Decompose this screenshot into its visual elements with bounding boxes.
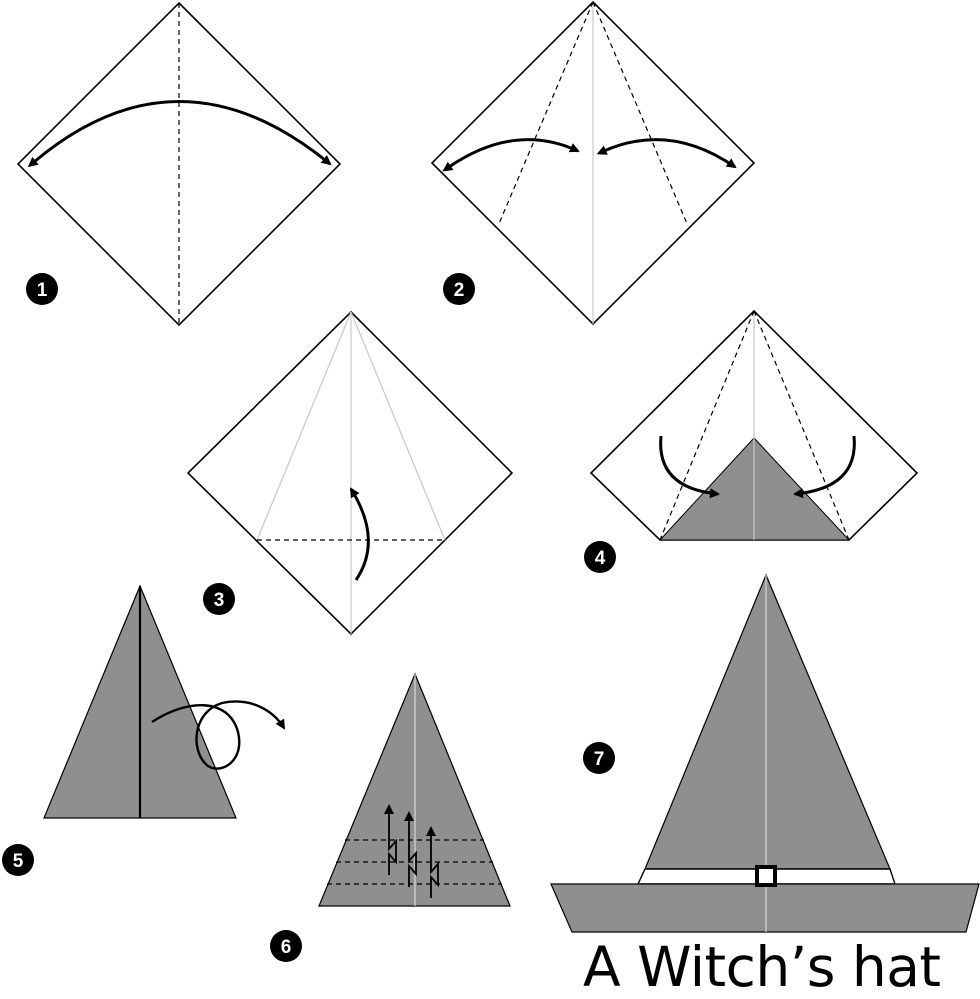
step-2-diagram	[430, 0, 756, 326]
hat-brim	[550, 883, 980, 933]
pleat-arrow-1	[384, 804, 397, 875]
step-number: 5	[13, 851, 24, 872]
step-6-diagram	[318, 672, 511, 907]
fold-arrow-right	[793, 435, 856, 499]
step-7-diagram	[550, 573, 980, 933]
step-2-badge: 2	[443, 273, 475, 305]
buckle-icon	[755, 865, 777, 887]
side-crease-left	[256, 311, 352, 541]
step-7-badge: 7	[583, 742, 615, 774]
pleat-arrow-3	[426, 826, 439, 898]
step-5-diagram	[43, 584, 286, 819]
fold-arrow-left	[442, 138, 580, 172]
step-number: 3	[214, 590, 225, 611]
hat-cone	[644, 573, 891, 870]
fold-arrow-right	[596, 138, 737, 169]
fold-arrow-left	[659, 435, 720, 499]
step-1-diagram	[16, 1, 342, 327]
step-3-diagram	[186, 310, 514, 636]
step-3-badge: 3	[203, 583, 235, 615]
step-6-badge: 6	[270, 930, 302, 962]
step-number: 6	[281, 937, 292, 958]
fold-arrow	[349, 487, 370, 581]
step-1-badge: 1	[26, 273, 58, 305]
side-crease-right	[350, 311, 446, 541]
turn-over-arrow	[151, 700, 286, 770]
pleat-arrow-2	[404, 811, 417, 887]
step-number: 1	[37, 280, 48, 301]
step-number: 2	[454, 280, 465, 301]
valley-fold-line-left	[497, 1, 594, 227]
step-number: 4	[595, 548, 606, 569]
step-4-diagram	[589, 309, 919, 541]
step-number: 7	[594, 749, 605, 770]
step-5-badge: 5	[2, 844, 34, 876]
diagram-title: A Witch’s hat	[583, 935, 941, 999]
fold-arrow	[27, 100, 332, 168]
paper-square	[186, 310, 514, 636]
valley-fold-line-right	[592, 1, 689, 227]
step-4-badge: 4	[584, 541, 616, 573]
